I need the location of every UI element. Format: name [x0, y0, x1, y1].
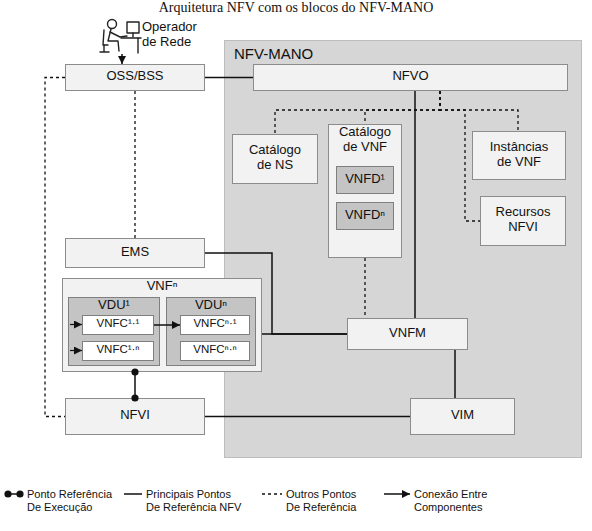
- diagram-title: Arquitetura NFV com os blocos do NFV-MAN…: [0, 0, 592, 16]
- descriptor-box: VNFDⁿ: [336, 202, 394, 230]
- other-reference-line: [365, 91, 440, 124]
- reference-line: [262, 333, 347, 335]
- legend-text: Ponto Referência De Execução: [27, 488, 119, 513]
- legend-line: [8, 493, 20, 495]
- node-label: VNFⁿ: [147, 279, 178, 294]
- node-label: VNFD¹: [345, 172, 385, 187]
- execution-reference-line: [134, 372, 136, 398]
- node-label: NFVI: [120, 408, 150, 423]
- legend-sample: [384, 494, 410, 495]
- legend-text: Conexão Entre Componentes: [414, 488, 494, 513]
- node-label: EMS: [121, 245, 149, 260]
- repository-box: Instâncias de VNF: [472, 131, 566, 180]
- repository-box: Recursos NFVI: [480, 196, 566, 246]
- reference-line: [205, 77, 253, 79]
- operator-label: Operador de Rede: [100, 18, 209, 54]
- node-label: VNFM: [389, 326, 426, 341]
- component-box: VNFCⁿ·¹: [180, 315, 250, 335]
- reference-line: [454, 350, 456, 398]
- reference-line: [205, 253, 347, 334]
- component-box: VNFC¹·ⁿ: [82, 341, 154, 361]
- other-reference-line: [440, 91, 480, 221]
- node-label: VDU¹: [98, 298, 130, 313]
- process-box: VIM: [410, 398, 515, 435]
- vdu-box: VDU¹ VNFC¹·¹ VNFC¹·ⁿ: [68, 297, 160, 366]
- component-box: VNFC¹·¹: [82, 315, 154, 335]
- other-reference-line: [134, 91, 135, 238]
- process-box: VNFM: [347, 318, 468, 350]
- legend-item: Outros Pontos De Referência: [286, 488, 366, 513]
- legend-text: Principais Pontos De Referência NFV: [146, 488, 246, 513]
- legend-item: Conexão Entre Componentes: [414, 488, 494, 513]
- node-label: Catálogo de NS: [244, 143, 306, 173]
- other-reference-line: [45, 78, 65, 417]
- process-box: NFVI: [65, 398, 205, 435]
- node-label: VDUⁿ: [195, 298, 227, 313]
- node-label: VNFC¹·ⁿ: [96, 343, 139, 356]
- node-label: Operador de Rede: [142, 20, 202, 50]
- node-label: VIM: [451, 408, 474, 423]
- descriptor-box: VNFD¹: [336, 166, 394, 194]
- legend-line: [384, 493, 410, 495]
- node-label: VNFCⁿ·¹: [193, 317, 236, 330]
- legend-sample: [262, 494, 282, 495]
- node-label: Catálogo de VNF: [334, 125, 396, 155]
- reference-line: [414, 91, 416, 318]
- reference-line: [121, 54, 123, 64]
- operator-icon: [100, 20, 141, 54]
- node-label: NFVO: [392, 69, 428, 84]
- legend-item: Principais Pontos De Referência NFV: [146, 488, 246, 513]
- legend-item: Ponto Referência De Execução: [27, 488, 119, 513]
- node-label: NFV-MANO: [234, 45, 313, 62]
- vdu-box: VDUⁿVNFCⁿ·¹ VNFCⁿ·ⁿ: [166, 297, 256, 366]
- mano-panel: NFV-MANO NFVO Catálogo de NS Catálogo de VN…: [224, 40, 582, 458]
- catalog-box: Catálogo de VNF VNFD¹ VNFDⁿ: [328, 124, 402, 258]
- process-box: EMS: [65, 238, 205, 268]
- legend-line: [124, 493, 142, 495]
- other-reference-line: [440, 91, 518, 131]
- other-reference-line: [364, 258, 365, 318]
- process-box: NFVO: [253, 64, 568, 91]
- node-label: Recursos NFVI: [492, 205, 554, 235]
- node-label: VNFCⁿ·ⁿ: [193, 343, 237, 356]
- node-label: Instâncias de VNF: [483, 140, 555, 170]
- node-label: OSS/BSS: [106, 69, 163, 84]
- component-input-arrows: [70, 325, 82, 351]
- node-label: VNFDⁿ: [345, 208, 385, 223]
- legend-text: Outros Pontos De Referência: [286, 488, 366, 513]
- component-box: VNFCⁿ·ⁿ: [180, 341, 250, 361]
- legend-line: [262, 493, 282, 495]
- reference-line: [154, 324, 180, 326]
- process-box: OSS/BSS: [65, 64, 205, 91]
- catalog-box: Catálogo de NS: [232, 134, 318, 184]
- legend-sample: [8, 494, 20, 495]
- reference-line: [205, 416, 410, 418]
- legend-sample: [124, 494, 142, 495]
- node-label: VNFC¹·¹: [97, 317, 140, 330]
